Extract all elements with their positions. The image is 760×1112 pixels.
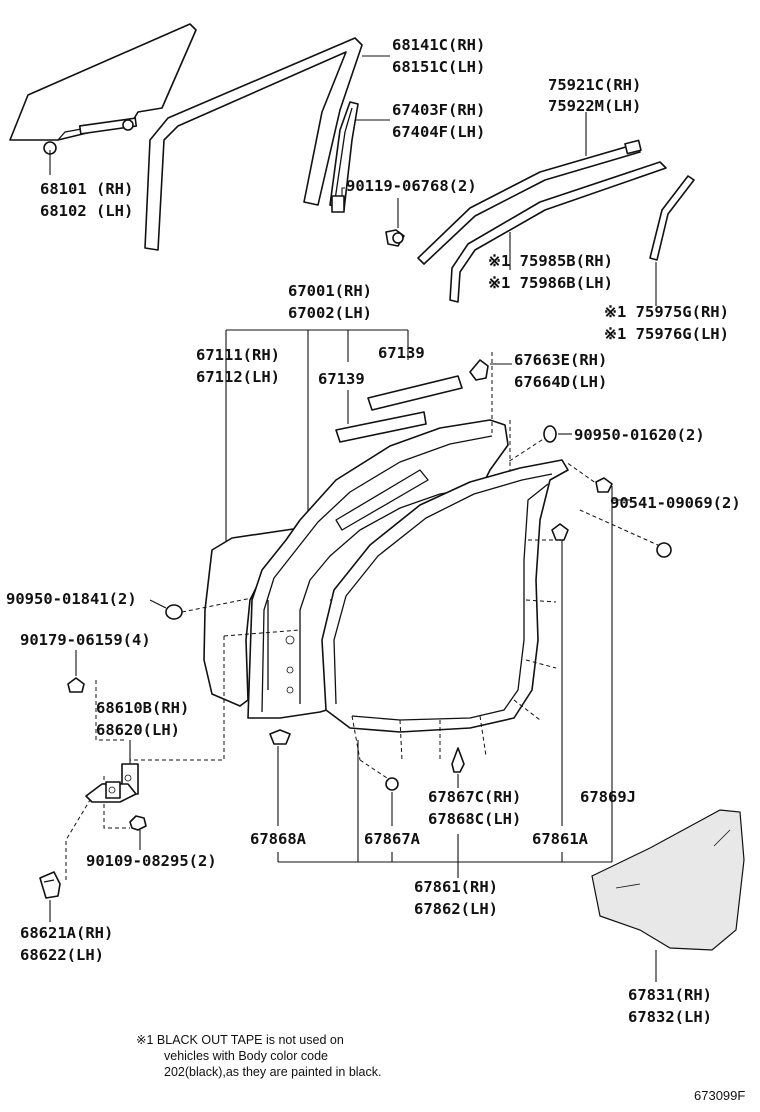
ws-clip-867c-icon	[451, 747, 465, 773]
clip-side-icon	[656, 542, 672, 558]
note-line-2: vehicles with Body color code	[164, 1049, 328, 1063]
label-tape1-lh: ※1 75986B(LH)	[488, 274, 613, 292]
black-out-tape-rear-illustration	[649, 175, 695, 261]
label-door-rh: 67001(RH)	[288, 282, 372, 300]
hole-plug-side-icon	[165, 604, 183, 620]
label-pad-lower: 67139	[318, 370, 365, 388]
door-pad-lower-illustration	[335, 411, 427, 443]
label-hole-rh: 67831(RH)	[628, 986, 712, 1004]
hinge-bolt-icon	[67, 677, 85, 693]
clip-top-icon	[595, 477, 613, 493]
belt-moulding-illustration	[417, 139, 642, 265]
label-seal-corner-lh: 67664D(LH)	[514, 373, 607, 391]
label-ws-868c-lh: 67868C(LH)	[428, 810, 521, 828]
label-tape1-rh: ※1 75985B(RH)	[488, 252, 613, 270]
label-panel-rh: 67111(RH)	[196, 346, 280, 364]
label-bolt-hinge2: 90109-08295(2)	[86, 852, 217, 870]
glass-run-illustration	[144, 37, 363, 251]
label-ws-867c-rh: 67867C(RH)	[428, 788, 521, 806]
label-tape2-lh: ※1 75976G(LH)	[604, 325, 729, 343]
label-run-lh: 68151C(LH)	[392, 58, 485, 76]
ws-clip-867a-icon	[385, 777, 399, 791]
seal-corner-clip-icon	[469, 359, 489, 381]
label-run-rh: 68141C(RH)	[392, 36, 485, 54]
label-ws-lh: 67862(LH)	[414, 900, 498, 918]
label-ws-868a: 67868A	[250, 830, 307, 848]
door-hinge-illustration	[85, 763, 139, 803]
label-clip-top: 90541-09069(2)	[610, 494, 741, 512]
door-weatherstrip-illustration	[321, 459, 569, 761]
label-tape2-rh: ※1 75975G(RH)	[604, 303, 729, 321]
label-hole-lh: 67832(LH)	[628, 1008, 712, 1026]
label-ws-rh: 67861(RH)	[414, 878, 498, 896]
label-divbar-lh: 67404F(LH)	[392, 123, 485, 141]
door-check-illustration	[39, 871, 61, 899]
label-plug-side: 90950-01841(2)	[6, 590, 137, 608]
hole-plug-top-icon	[543, 425, 557, 443]
hinge-bolt2-icon	[129, 815, 147, 831]
label-panel-lh: 67112(LH)	[196, 368, 280, 386]
label-pad-upper: 67139	[378, 344, 425, 362]
note-line-1: ※1 BLACK OUT TAPE is not used on	[136, 1033, 344, 1047]
door-pad-upper-illustration	[367, 375, 463, 411]
label-ws-861a: 67861A	[532, 830, 589, 848]
label-ws-867a: 67867A	[364, 830, 421, 848]
label-plug-top: 90950-01620(2)	[574, 426, 705, 444]
label-seal-corner-rh: 67663E(RH)	[514, 351, 607, 369]
label-belt-lh: 75922M(LH)	[548, 97, 641, 115]
label-hinge-lh: 68620(LH)	[96, 721, 180, 739]
black-out-tape-front-illustration	[449, 161, 667, 303]
note-line-3: 202(black),as they are painted in black.	[164, 1065, 382, 1079]
label-belt-rh: 75921C(RH)	[548, 76, 641, 94]
label-bolt-hinge: 90179-06159(4)	[20, 631, 151, 649]
door-glass-illustration	[9, 23, 197, 155]
label-glass-lh: 68102 (LH)	[40, 202, 133, 220]
label-door-lh: 67002(LH)	[288, 304, 372, 322]
label-glass-rh: 68101 (RH)	[40, 180, 133, 198]
label-ws-869j: 67869J	[580, 788, 636, 806]
ws-clip-861a-icon	[551, 523, 569, 541]
label-check-rh: 68621A(RH)	[20, 924, 113, 942]
ws-clip-868a-icon	[269, 729, 291, 745]
divbar-screw-icon	[385, 229, 405, 247]
diagram-code: 673099F	[694, 1088, 745, 1103]
service-hole-cover-illustration	[591, 809, 745, 951]
division-bar-illustration	[329, 101, 359, 213]
label-hinge-rh: 68610B(RH)	[96, 699, 189, 717]
label-divbar-rh: 67403F(RH)	[392, 101, 485, 119]
label-screw-divbar: 90119-06768(2)	[346, 177, 477, 195]
label-check-lh: 68622(LH)	[20, 946, 104, 964]
